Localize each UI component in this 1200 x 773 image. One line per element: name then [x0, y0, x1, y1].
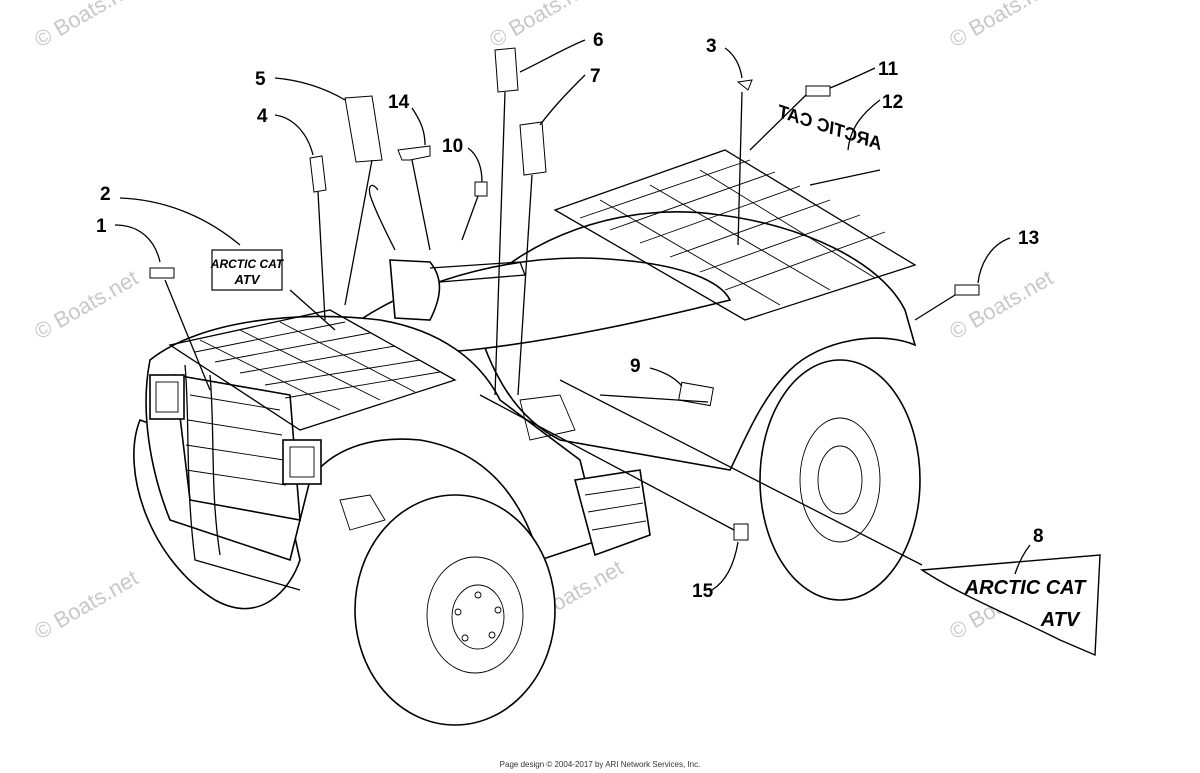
decal-14 [397, 145, 431, 161]
callout-6: 6 [593, 30, 604, 51]
callout-15: 15 [692, 581, 714, 602]
callout-3: 3 [706, 36, 717, 57]
watermark-text: © Boats.net [945, 0, 1057, 52]
decal-11 [805, 85, 831, 97]
decal-15 [733, 523, 749, 541]
watermark-text: © Boats.net [30, 0, 142, 52]
front-bumper [184, 364, 301, 591]
callout-13: 13 [1018, 228, 1039, 249]
callout-2: 2 [100, 184, 111, 205]
front-right-wheel [354, 494, 556, 726]
callout-9: 9 [630, 356, 641, 377]
windscreen [389, 259, 441, 321]
decal-6 [494, 47, 519, 93]
callout-7: 7 [590, 66, 601, 87]
decal-13 [954, 284, 980, 296]
decal-7 [519, 121, 547, 176]
decal-side: ARCTIC CAT ATV [919, 554, 1101, 657]
callout-4: 4 [257, 106, 268, 127]
callout-12: 12 [882, 92, 903, 113]
throttle-cable [368, 184, 396, 251]
watermark-text: © Boats.net [485, 0, 597, 52]
front-rack [168, 309, 457, 431]
watermark-text: © Boats.net [945, 265, 1057, 344]
handlebar [429, 261, 526, 283]
front-grille [174, 374, 301, 521]
callout-numbers: 1 2 3 4 5 6 7 8 9 10 11 12 13 14 15 [96, 30, 1044, 602]
decal-4 [309, 155, 327, 193]
decal-front: ARCTIC CAT ATV [210, 249, 285, 291]
decal-5 [344, 95, 383, 163]
footrest [573, 469, 651, 557]
decal-front-line2: ATV [233, 272, 260, 287]
page-footer: Page design © 2004-2017 by ARI Network S… [499, 760, 701, 769]
decal-side-line1: ARCTIC CAT [964, 577, 1088, 599]
leader-lines [114, 39, 1031, 591]
decal-10 [474, 181, 488, 197]
rear-right-wheel [759, 359, 921, 601]
callout-10: 10 [442, 136, 463, 157]
decal-1 [149, 267, 175, 279]
atv-illustration [133, 149, 921, 726]
decal-9 [678, 381, 714, 407]
callout-5: 5 [255, 69, 266, 90]
watermark-text: © Boats.net [30, 265, 142, 344]
callout-8: 8 [1033, 526, 1044, 547]
watermark-text: © Boats.net [30, 565, 142, 644]
callout-14: 14 [388, 92, 410, 113]
decal-front-line1: ARCTIC CAT [210, 257, 285, 271]
decal-side-line2: ATV [1040, 609, 1081, 631]
rear-rack [553, 149, 917, 321]
callout-1: 1 [96, 216, 107, 237]
small-decals [149, 47, 980, 541]
callout-11: 11 [878, 59, 899, 80]
decal-3 [736, 79, 753, 91]
